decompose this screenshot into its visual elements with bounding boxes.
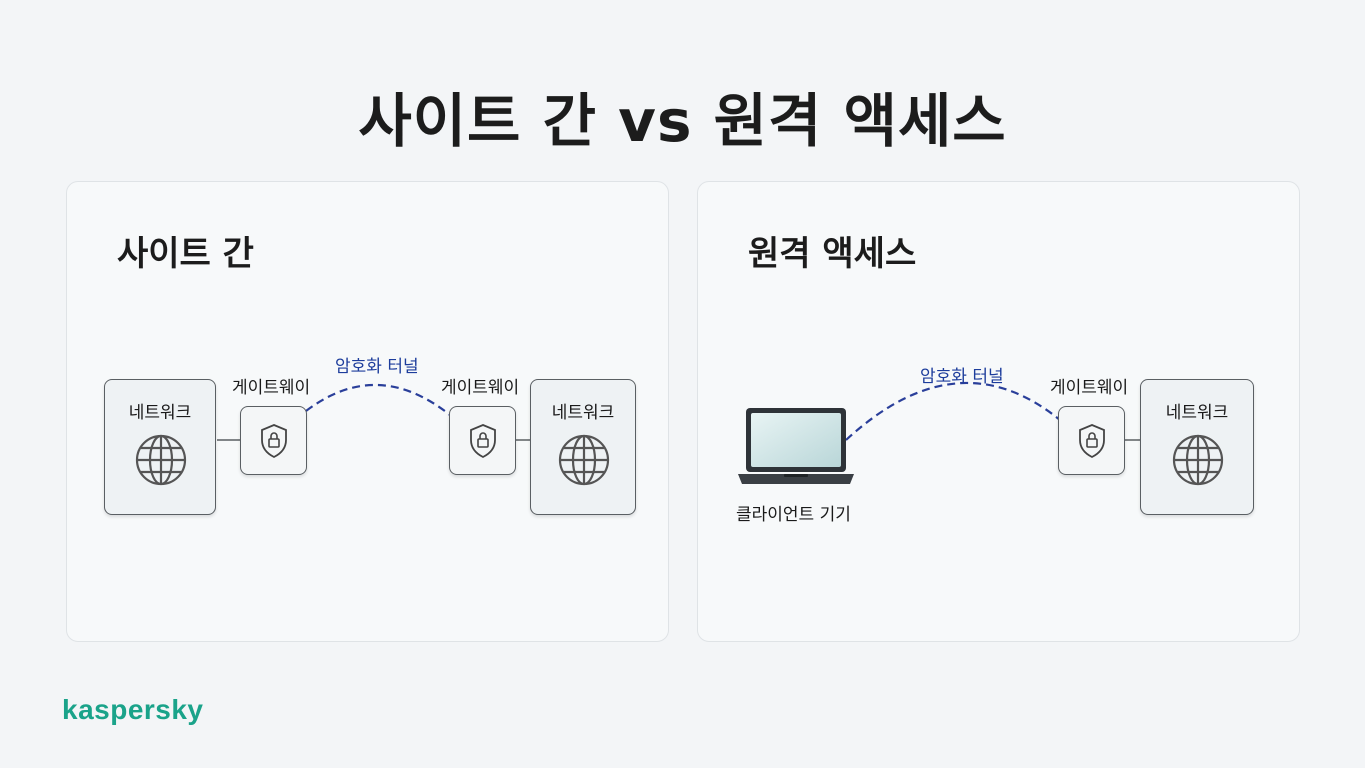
network-label: 네트워크 <box>1165 403 1229 423</box>
site-to-site-panel: 사이트 간 네트워크 게이트웨이 암호화 터널 게이트웨이 <box>66 181 669 642</box>
gateway-label: 게이트웨이 <box>1050 378 1129 398</box>
client-device-label: 클라이언트 기기 <box>736 505 851 525</box>
gateway-label-left: 게이트웨이 <box>232 378 311 398</box>
network-label: 네트워크 <box>551 403 615 423</box>
network-box: 네트워크 <box>1140 379 1254 515</box>
gateway-box-right <box>449 406 516 475</box>
page-title: 사이트 간 vs 원격 액세스 <box>358 87 1007 155</box>
network-label: 네트워크 <box>128 403 192 423</box>
network-box-left: 네트워크 <box>104 379 216 515</box>
gateway-label-right: 게이트웨이 <box>441 378 520 398</box>
remote-access-connectors <box>845 381 1140 441</box>
globe-icon <box>1172 434 1224 486</box>
globe-icon <box>558 434 610 486</box>
gateway-box-left <box>240 406 307 475</box>
shield-lock-icon <box>261 424 287 459</box>
tunnel-label: 암호화 터널 <box>920 367 1004 387</box>
shield-lock-icon <box>470 424 496 459</box>
remote-access-heading: 원격 액세스 <box>748 234 917 274</box>
site-to-site-connectors <box>217 383 530 441</box>
network-box-right: 네트워크 <box>530 379 636 515</box>
gateway-box <box>1058 406 1125 475</box>
site-to-site-heading: 사이트 간 <box>117 234 254 274</box>
kaspersky-logo: kaspersky <box>62 694 204 725</box>
remote-access-panel: 원격 액세스 클라이언트 기기 암호화 터널 게이트웨이 네트워크 <box>697 181 1300 642</box>
encrypted-tunnel-line <box>845 381 1061 441</box>
shield-lock-icon <box>1079 424 1105 459</box>
encrypted-tunnel-line <box>305 383 451 416</box>
tunnel-label: 암호화 터널 <box>335 357 419 377</box>
laptop-icon <box>738 408 854 484</box>
globe-icon <box>135 434 187 486</box>
